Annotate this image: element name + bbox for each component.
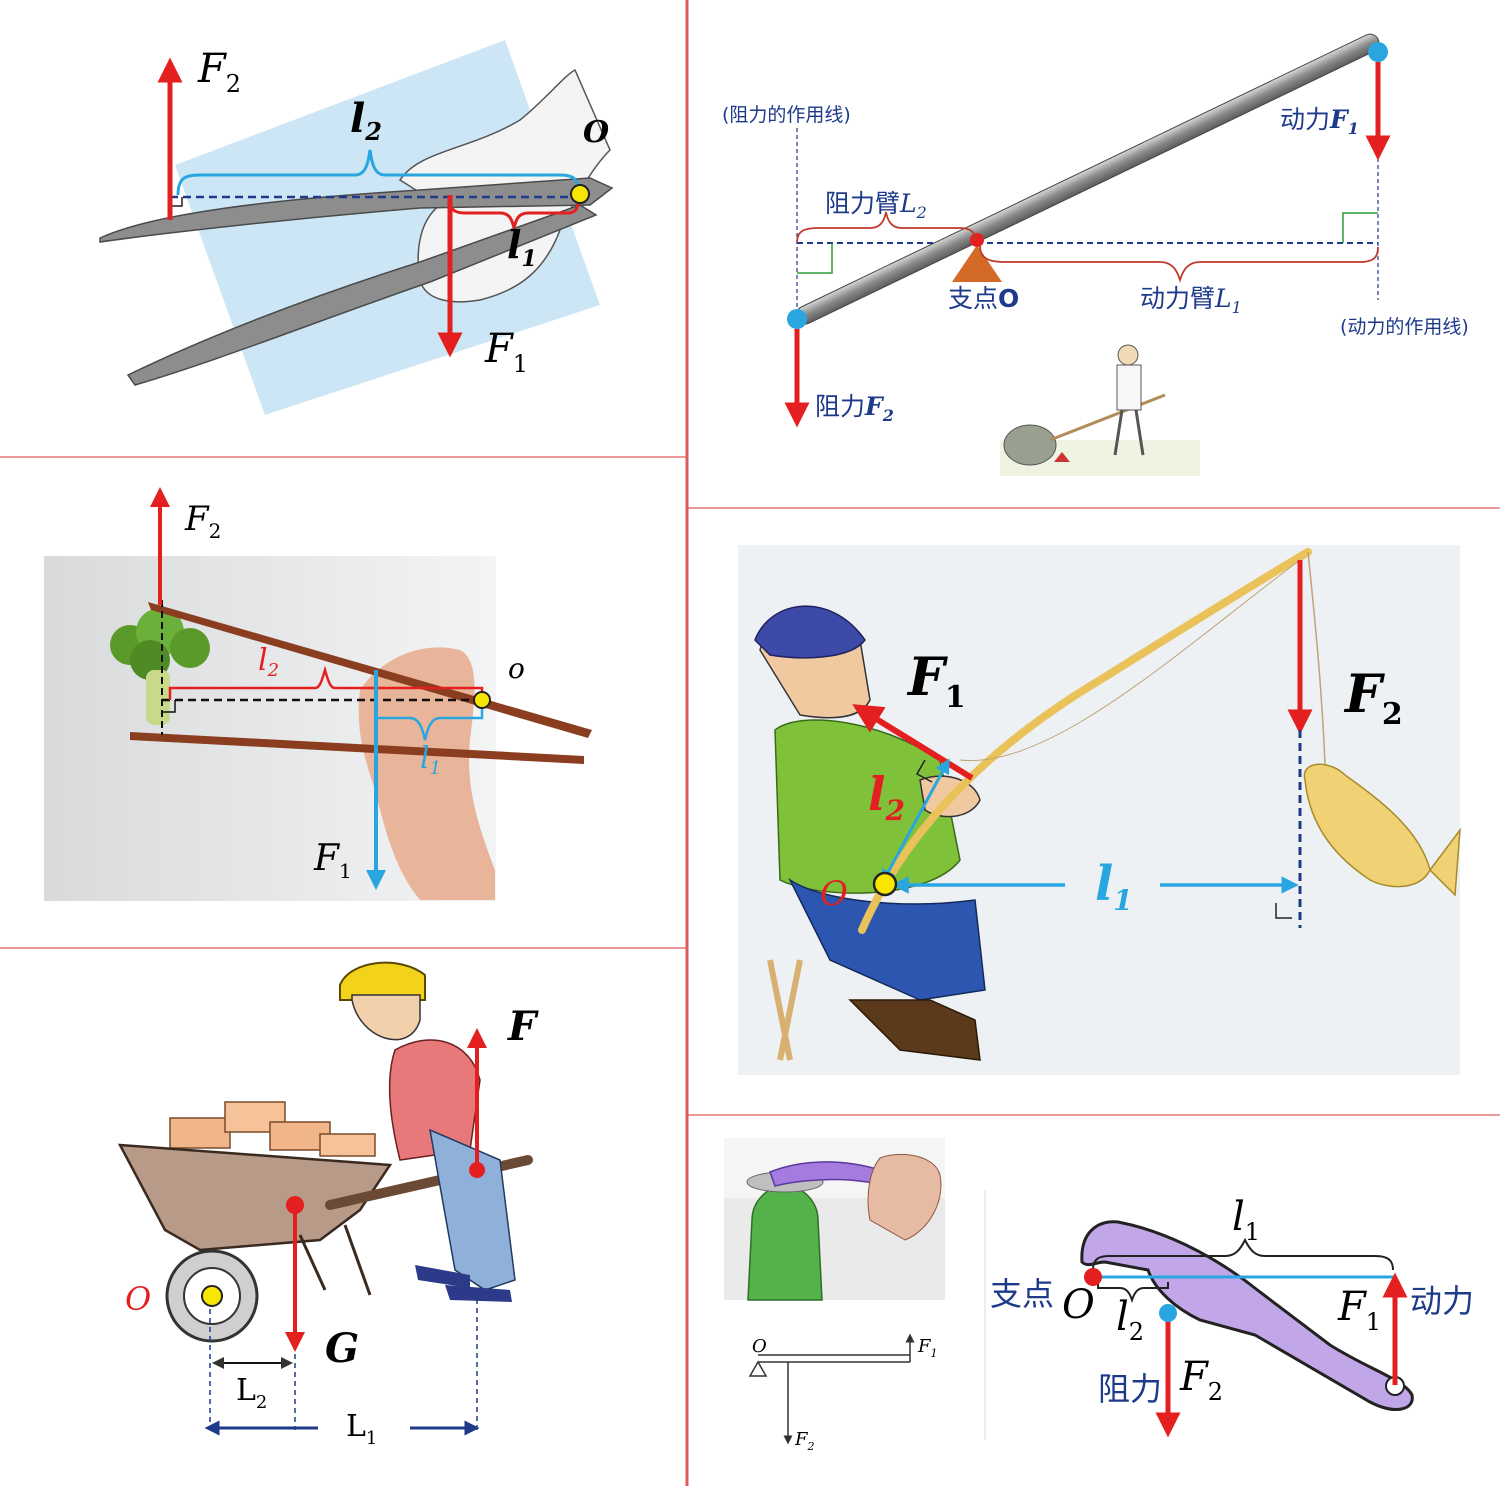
- wheelbarrow-O-label: O: [125, 1280, 151, 1318]
- small-lever-schematic: O F1 F2: [748, 1333, 938, 1453]
- opener-panel: O F1 F2 l1 支点 O l2 F1 动力 阻力 F2: [724, 1138, 1474, 1453]
- chopstick-lower: [130, 732, 584, 764]
- wheelbarrow-G-point: [286, 1196, 304, 1214]
- opener-l2-brace: [1097, 1282, 1169, 1304]
- seesaw-right-angle-right: [1342, 212, 1378, 243]
- tong-upper-arm: [99, 177, 614, 243]
- opener-F1-label: F1: [1337, 1284, 1381, 1336]
- fish-illustration: [1303, 763, 1461, 897]
- svg-text:F2: F2: [794, 1429, 815, 1453]
- wheelbarrow-L2-label: L2: [236, 1373, 267, 1413]
- wheelbarrow-L1-label: L1: [346, 1409, 377, 1449]
- tongs-F1-label: F1: [484, 326, 528, 378]
- chopsticks-panel: F2 l2 o l1 F1: [44, 487, 592, 901]
- fishing-l2-label: l2: [868, 767, 905, 827]
- tongs-panel: F2 l2 O l1 F1: [99, 40, 614, 415]
- chopsticks-l1-label: l1: [420, 741, 441, 779]
- seesaw-pivot: [970, 233, 984, 247]
- fishing-panel: F1 F2 l2 O l1: [738, 545, 1461, 1075]
- chopsticks-l1-brace: [374, 705, 484, 741]
- seesaw-rod: [795, 33, 1380, 325]
- resist-arm-label: 阻力臂L2: [825, 189, 927, 222]
- tongs-l1-brace: [448, 199, 580, 229]
- seesaw-right-angle-left: [797, 243, 833, 274]
- power-F1-label: 动力F1: [1280, 105, 1359, 138]
- opener-O-label: O: [1062, 1282, 1095, 1328]
- opener-resist-point: [1159, 1304, 1177, 1322]
- seesaw-panel: (阻力的作用线) (动力的作用线) 动力F1 阻力臂L2 支点O 动力臂L1 阻…: [722, 33, 1469, 476]
- barrow-tray: [117, 1143, 393, 1252]
- resist-F2-label: 阻力F2: [815, 392, 894, 425]
- fishing-right-angle: [1275, 903, 1292, 919]
- worker-illustration: [339, 961, 516, 1302]
- opener-F2-label: F2: [1179, 1354, 1223, 1406]
- fishing-F2-label: F2: [1343, 664, 1403, 732]
- power-arm-label: 动力臂L1: [1140, 284, 1242, 317]
- chopsticks-O-label: o: [508, 652, 525, 685]
- bottle-opener-shape: [1080, 1220, 1414, 1411]
- opener-fulcrum-O: [1084, 1268, 1102, 1286]
- svg-text:F1: F1: [917, 1336, 938, 1360]
- chopsticks-l2-label: l2: [258, 643, 279, 681]
- opener-l2-label: l2: [1116, 1294, 1144, 1346]
- svg-text:O: O: [752, 1336, 767, 1357]
- tongs-O-label: O: [583, 115, 609, 150]
- barrow-legs: [298, 1224, 372, 1296]
- wheelbarrow-F-point: [469, 1162, 485, 1178]
- chopsticks-l2-brace: [168, 665, 484, 700]
- tongs-l1-label: l1: [507, 222, 537, 272]
- wheelbarrow-G-label: G: [325, 1325, 359, 1372]
- seesaw-left-end: [787, 309, 807, 329]
- resist-action-line-label: (阻力的作用线): [722, 104, 851, 126]
- chopsticks-F1-label: F1: [313, 838, 352, 883]
- seesaw-fulcrum: [952, 245, 1002, 282]
- tongs-l2-brace: [176, 149, 580, 196]
- fishing-l2-right-angle: [915, 759, 933, 783]
- opener-l1-brace: [1092, 1237, 1394, 1271]
- fishing-l1-label: l1: [1095, 856, 1133, 917]
- wheelbarrow-pivot-O: [201, 1285, 223, 1307]
- scientist-illustration: [1000, 344, 1200, 476]
- resist-arm-brace: [796, 211, 976, 244]
- power-arm-brace: [979, 245, 1379, 284]
- chopsticks-F2-label: F2: [184, 499, 221, 543]
- opener-resist-label: 阻力: [1098, 1370, 1162, 1408]
- fishing-pivot-O: [872, 871, 898, 897]
- bricks-illustration: [169, 1101, 376, 1157]
- wheelbarrow-panel: F O G L2 L1: [117, 961, 539, 1449]
- fishing-l2-arm: [881, 758, 950, 885]
- fulcrum-label: 支点O: [948, 284, 1019, 313]
- broccoli-illustration: [110, 608, 210, 725]
- fishing-line: [1307, 551, 1326, 766]
- fishing-O-label: O: [820, 874, 848, 914]
- opener-l1-label: l1: [1232, 1194, 1260, 1246]
- wheelbarrow-F-label: F: [507, 1003, 539, 1050]
- fishing-F1-arrow: [852, 704, 974, 781]
- tongs-right-angle: [170, 197, 183, 207]
- opener-fulcrum-label: 支点: [990, 1275, 1054, 1313]
- seesaw-right-end: [1368, 42, 1388, 62]
- fishing-F1-label: F1: [906, 647, 966, 715]
- bottle-opener-photo: [724, 1138, 945, 1301]
- chopsticks-right-angle: [162, 700, 176, 713]
- fishing-rod-guide-line: [959, 559, 1301, 762]
- tongs-pivot-O: [570, 184, 590, 204]
- tongs-l2-label: l2: [350, 95, 382, 146]
- tongs-F2-label: F2: [197, 46, 241, 98]
- chopsticks-pivot-O: [473, 691, 491, 709]
- tong-lower-arm: [126, 204, 598, 386]
- power-action-line-label: (动力的作用线): [1340, 316, 1469, 338]
- opener-power-label: 动力: [1410, 1282, 1474, 1320]
- hand-photo: [358, 647, 495, 900]
